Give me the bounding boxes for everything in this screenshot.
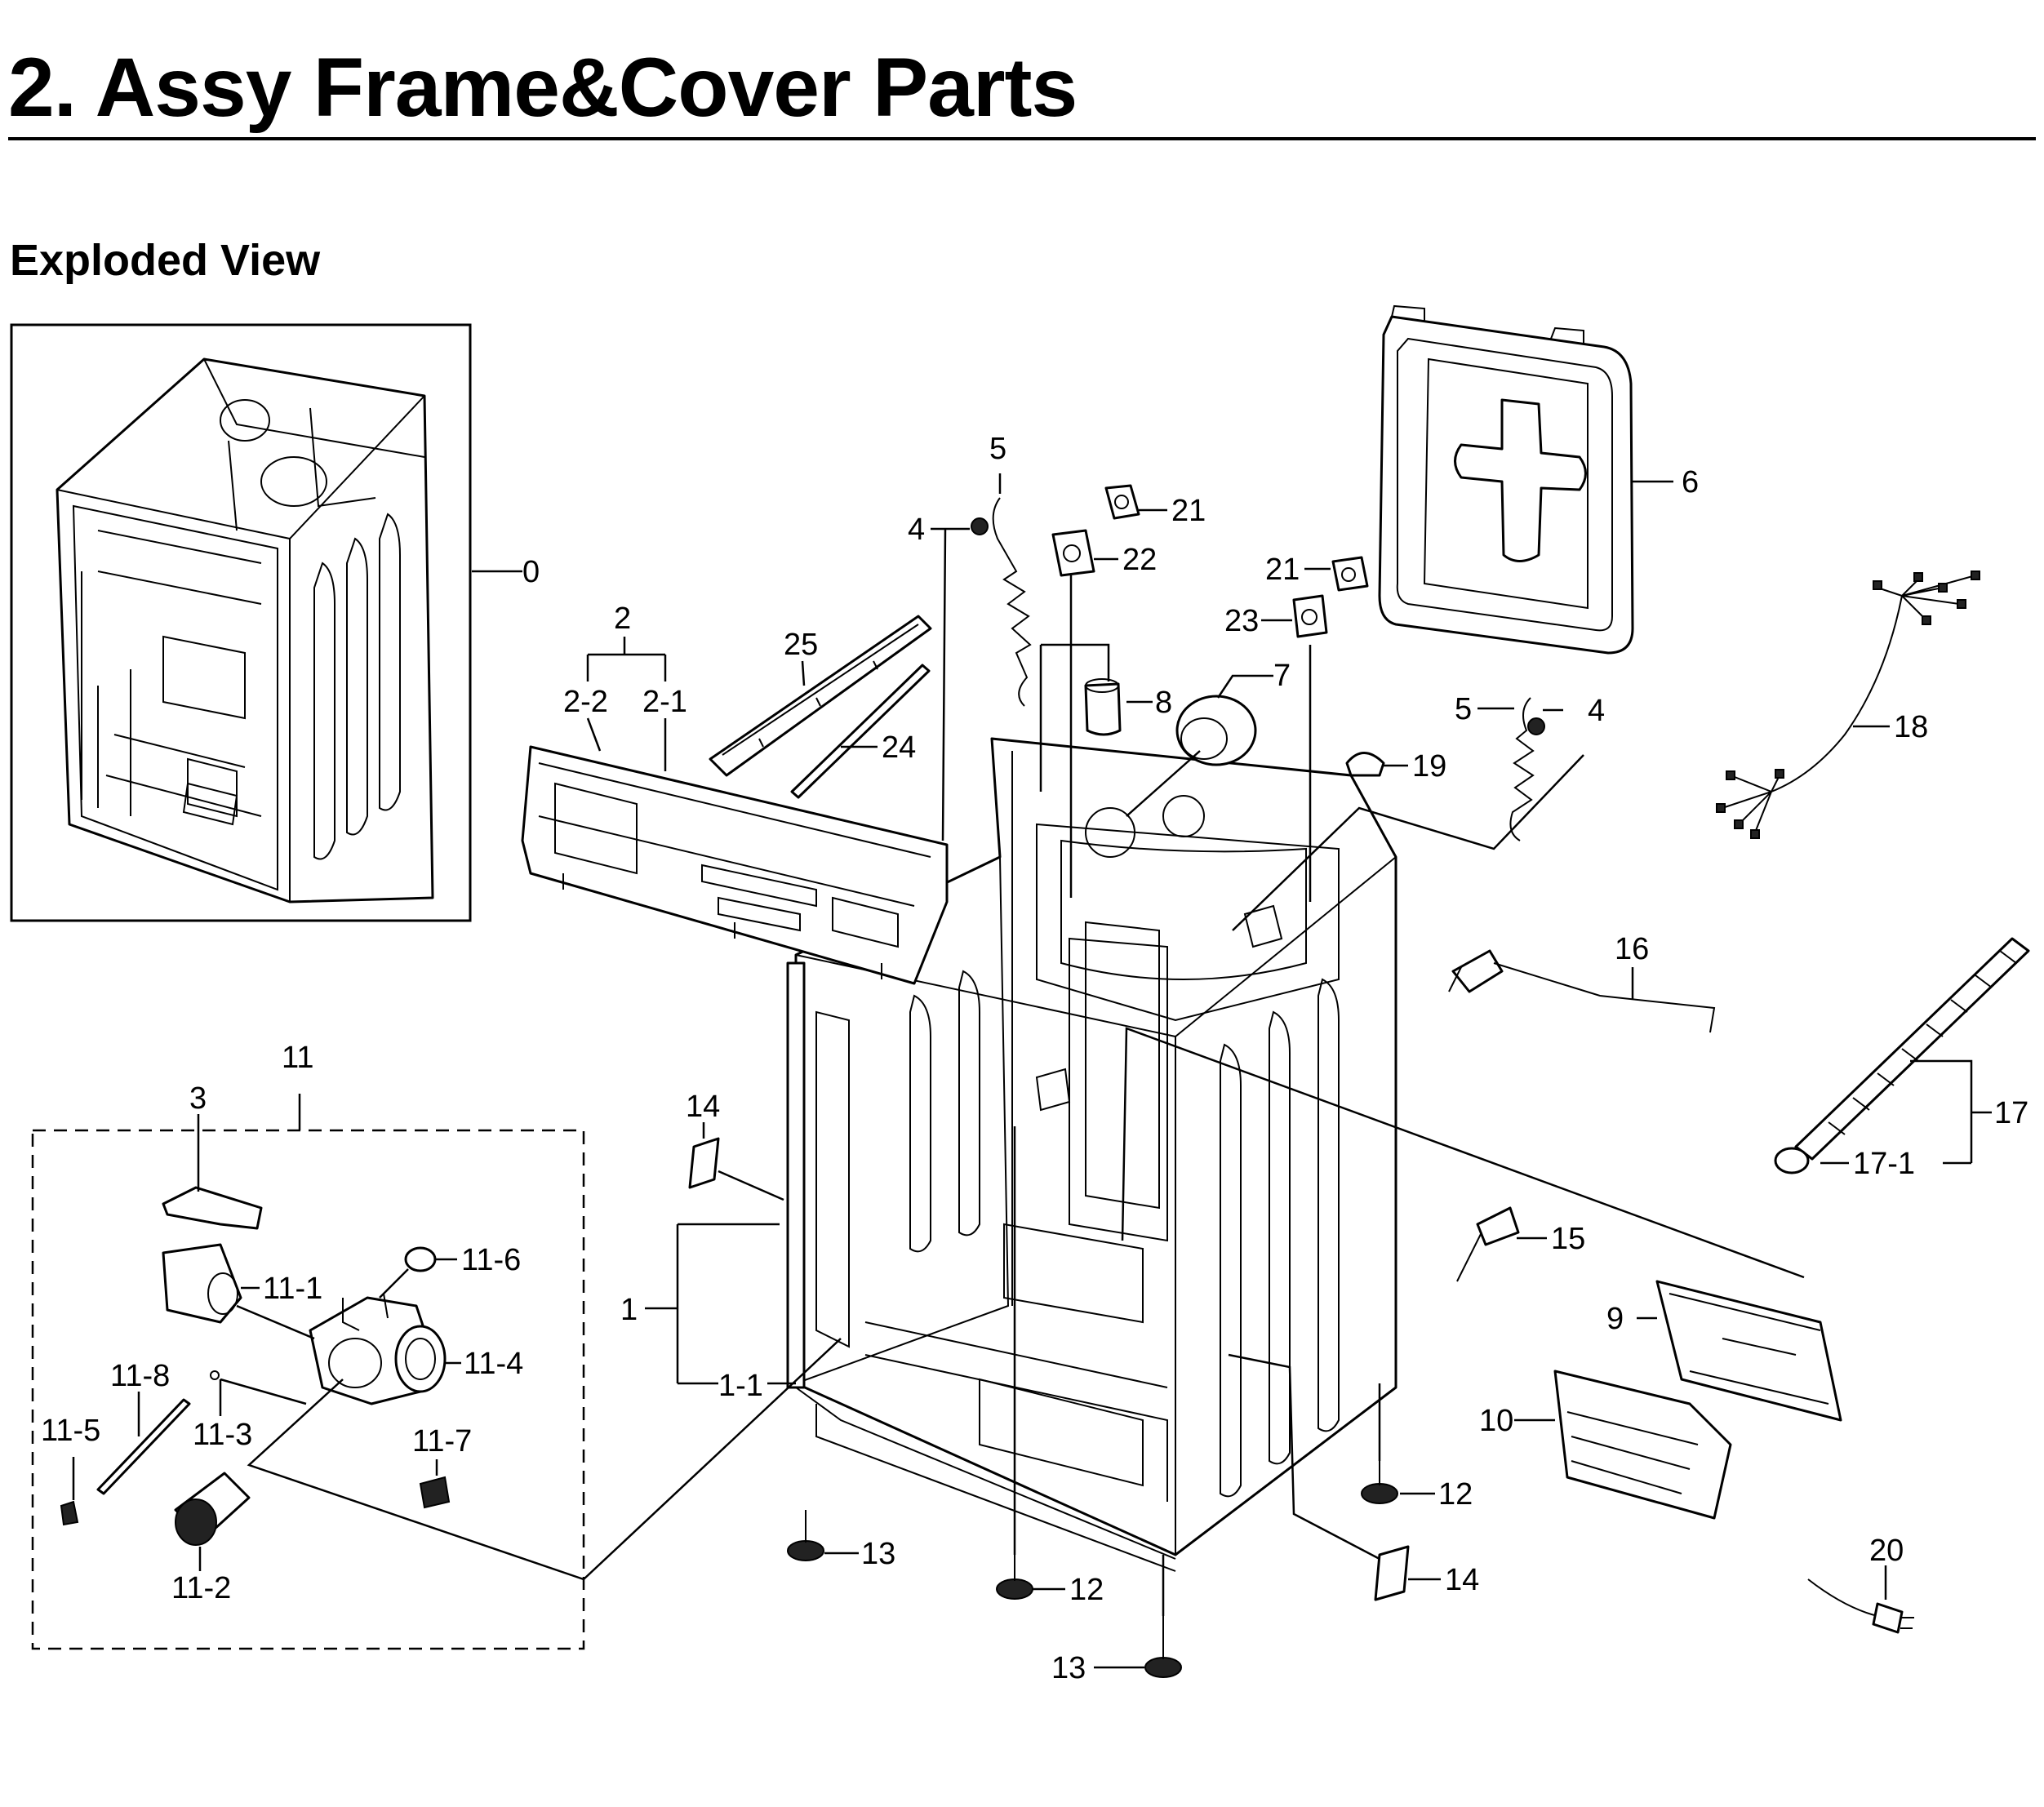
callout-21-upper: 21 [1171, 494, 1206, 528]
assembled-unit-inset [10, 323, 472, 922]
callout-4-right: 4 [1588, 694, 1605, 728]
drain-hose-17 [1774, 937, 2030, 1174]
callout-0: 0 [522, 555, 540, 589]
callout-14-left: 14 [686, 1090, 720, 1124]
callout-8: 8 [1155, 686, 1172, 720]
callout-11: 11 [282, 1041, 313, 1075]
callout-5-top: 5 [989, 432, 1006, 466]
page-title: 2. Assy Frame&Cover Parts [8, 41, 1078, 134]
pump-clip-11-5 [60, 1500, 79, 1526]
callout-16: 16 [1615, 932, 1649, 966]
callout-24: 24 [882, 730, 916, 765]
callout-13-left: 13 [861, 1537, 895, 1571]
bracket-14-left [688, 1137, 720, 1189]
callout-labels: 0 1 1-1 2 2-1 2-2 3 4 4 5 5 6 7 8 9 10 1… [41, 432, 2028, 1685]
pump-filter-11-2 [174, 1472, 251, 1546]
callout-11-5: 11-5 [41, 1414, 100, 1448]
pump-pin-11-3 [210, 1370, 220, 1380]
callout-5-right: 5 [1455, 692, 1472, 726]
callout-11-8: 11-8 [110, 1359, 170, 1393]
callout-23: 23 [1224, 604, 1259, 638]
callout-17: 17 [1994, 1096, 2028, 1130]
callout-15: 15 [1551, 1222, 1585, 1256]
valve-15 [1456, 1206, 1520, 1282]
pump-part-11-7 [419, 1476, 451, 1509]
cap-7 [1175, 695, 1257, 766]
callout-11-1: 11-1 [263, 1272, 322, 1306]
valve-16 [1448, 949, 1716, 1033]
callout-7: 7 [1273, 659, 1291, 693]
section-title: Exploded View [10, 236, 321, 285]
callout-14-right: 14 [1445, 1563, 1479, 1597]
callout-12-right: 12 [1438, 1477, 1473, 1512]
callout-9: 9 [1606, 1302, 1624, 1336]
callout-13-bottom: 13 [1051, 1651, 1086, 1685]
top-front-panel [521, 745, 949, 1389]
title-underline [8, 137, 2036, 140]
plate-21-lower [1331, 556, 1369, 592]
pump-assy-11-box [31, 1129, 585, 1650]
top-cover-6 [1378, 304, 1634, 655]
callout-2: 2 [614, 602, 631, 636]
callout-11-7: 11-7 [412, 1424, 472, 1458]
plate-21-upper [1104, 484, 1140, 520]
callout-17-1: 17-1 [1853, 1147, 1915, 1181]
plate-22 [1051, 529, 1095, 577]
pump-motor-11-1 [162, 1243, 242, 1324]
bumper-4-right [1527, 717, 1545, 735]
callout-1: 1 [620, 1293, 638, 1327]
leader-lines [72, 473, 1992, 1669]
callout-22: 22 [1122, 543, 1157, 577]
callout-11-2: 11-2 [171, 1571, 231, 1605]
callout-12-center: 12 [1069, 1573, 1104, 1607]
foot-12-center [996, 1555, 1033, 1600]
bracket-14-right [1374, 1545, 1410, 1601]
callout-3: 3 [189, 1081, 207, 1116]
part-8 [1084, 678, 1122, 736]
bracket-25 [709, 615, 932, 777]
callout-6: 6 [1682, 465, 1699, 499]
callout-1-1: 1-1 [718, 1369, 763, 1403]
rod-24 [790, 664, 931, 799]
pump-hose-11-4 [394, 1325, 447, 1393]
foot-12-right [1361, 1461, 1398, 1504]
holder-19 [1345, 752, 1385, 777]
plate-23 [1292, 594, 1328, 638]
dispenser-9 [1655, 1280, 1842, 1422]
callout-21-lower: 21 [1265, 553, 1300, 587]
callout-2-1: 2-1 [642, 685, 687, 719]
callout-11-3: 11-3 [193, 1418, 252, 1452]
spring-5-left [992, 497, 1032, 707]
callout-20: 20 [1869, 1534, 1904, 1568]
pump-rod-11-8 [96, 1398, 191, 1495]
foot-13-bottom [1144, 1616, 1182, 1678]
callout-10: 10 [1479, 1404, 1513, 1438]
power-cord-20 [1807, 1578, 1914, 1634]
dispenser-10 [1553, 1370, 1732, 1520]
wire-harness-18 [1716, 571, 1980, 839]
callout-11-6: 11-6 [461, 1243, 521, 1277]
foot-13-left [787, 1510, 824, 1561]
callout-25: 25 [784, 628, 818, 662]
bumper-4-left [971, 517, 989, 535]
callout-18: 18 [1894, 710, 1928, 744]
pump-cover-3 [162, 1186, 263, 1230]
pump-seal-11-6 [404, 1246, 437, 1272]
callout-2-2: 2-2 [563, 685, 608, 719]
callout-19: 19 [1412, 749, 1446, 784]
callout-11-4: 11-4 [464, 1347, 523, 1381]
callout-4-top: 4 [908, 513, 925, 547]
